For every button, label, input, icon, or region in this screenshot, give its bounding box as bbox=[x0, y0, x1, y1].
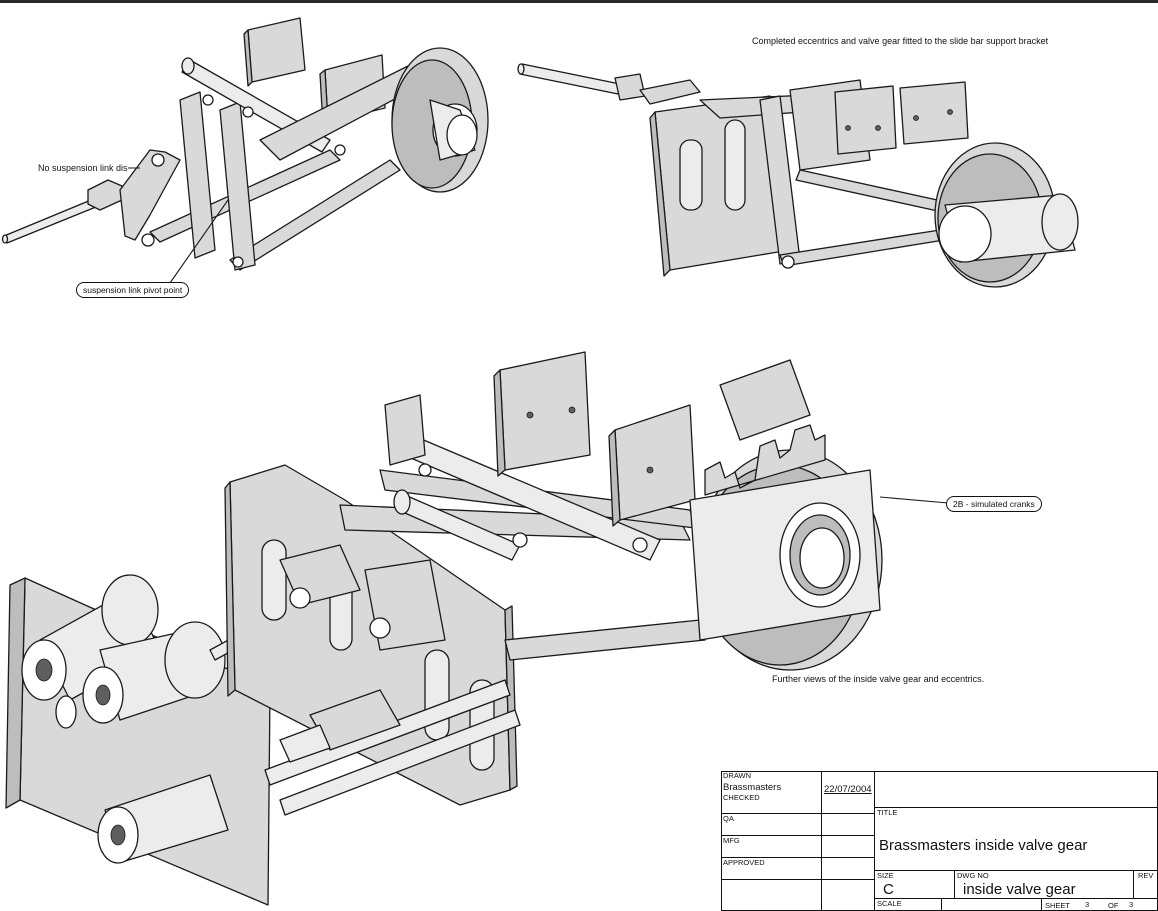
drawn-date: 22/07/2004 bbox=[824, 784, 872, 795]
caption-top-right: Completed eccentrics and valve gear fitt… bbox=[752, 36, 1049, 46]
drawn-by: Brassmasters bbox=[723, 782, 782, 793]
size-label: SIZE bbox=[877, 871, 894, 880]
drawing-title: Brassmasters inside valve gear bbox=[879, 837, 1088, 854]
sheet-size: C bbox=[883, 881, 894, 898]
sheet-label: SHEET bbox=[1045, 901, 1071, 910]
title-label: TITLE bbox=[877, 808, 898, 817]
mfg-label: MFG bbox=[723, 836, 740, 845]
rev-label: REV bbox=[1138, 871, 1154, 880]
caption-further-views: Further views of the inside valve gear a… bbox=[772, 674, 985, 684]
scale-label: SCALE bbox=[877, 899, 902, 908]
top-border bbox=[0, 0, 1158, 3]
main-valve-gear-view bbox=[5, 351, 949, 906]
dwg-no-label: DWG NO bbox=[957, 871, 989, 880]
qa-label: QA bbox=[723, 814, 734, 823]
drawn-label: DRAWN bbox=[723, 771, 752, 780]
checked-label: CHECKED bbox=[723, 793, 760, 802]
title-block: DRAWN Brassmasters 22/07/2004 CHECKED QA… bbox=[721, 771, 1158, 911]
top-left-valve-gear-view bbox=[1, 17, 489, 284]
callout-simulated-cranks: 2B - simulated cranks bbox=[946, 496, 1042, 512]
caption-no-suspension-link: No suspension link dis bbox=[38, 163, 128, 173]
top-right-valve-gear-view bbox=[517, 63, 1079, 288]
sheet-total: 3 bbox=[1129, 900, 1134, 909]
sheet-number: 3 bbox=[1085, 900, 1090, 909]
of-label: OF bbox=[1108, 901, 1119, 910]
approved-label: APPROVED bbox=[723, 858, 765, 867]
dwg-no: inside valve gear bbox=[963, 881, 1076, 898]
callout-suspension-link-pivot: suspension link pivot point bbox=[76, 282, 190, 298]
